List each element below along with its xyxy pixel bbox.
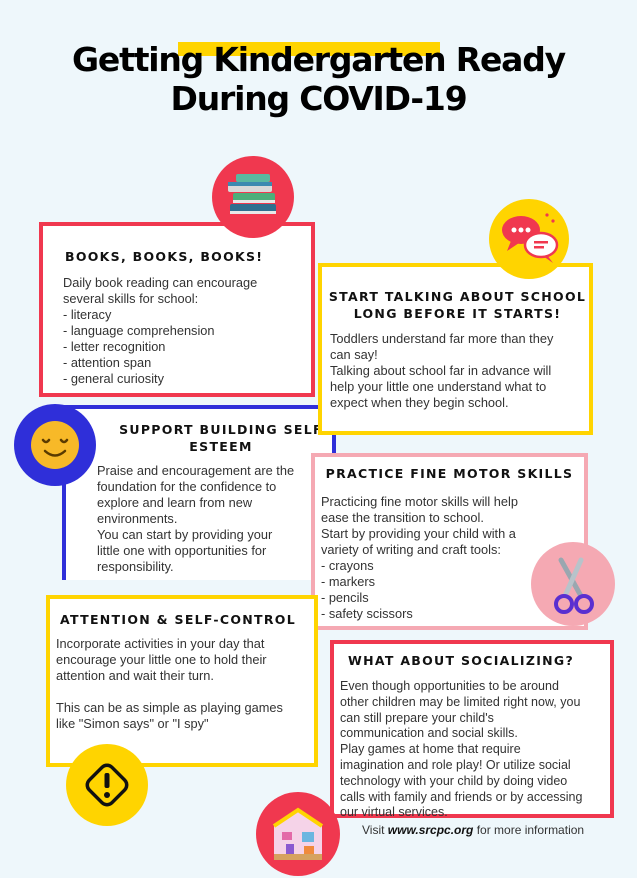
section-books-body: Daily book reading can encourage several… xyxy=(63,275,258,386)
section-motor-body: Practicing fine motor skills will help e… xyxy=(321,494,518,621)
house-icon xyxy=(256,792,340,876)
scissors-icon xyxy=(531,542,615,626)
section-esteem: SUPPORT BUILDING SELF ESTEEM Praise and … xyxy=(62,405,336,580)
section-motor-heading: PRACTICE FINE MOTOR SKILLS xyxy=(325,466,574,481)
page-title: Getting Kindergarten Ready During COVID-… xyxy=(0,40,637,118)
section-attention-heading: ATTENTION & SELF-CONTROL xyxy=(60,612,296,627)
books-icon xyxy=(212,156,294,238)
warning-icon xyxy=(66,744,148,826)
website-link[interactable]: www.srcpc.org xyxy=(387,823,474,837)
section-talking-heading: START TALKING ABOUT SCHOOL LONG BEFORE I… xyxy=(328,289,587,321)
section-talking-body: Toddlers understand far more than they c… xyxy=(330,331,554,410)
section-social-body: Even though opportunities to be around o… xyxy=(340,679,583,820)
section-talking: START TALKING ABOUT SCHOOL LONG BEFORE I… xyxy=(318,263,593,435)
footer: Visit www.srcpc.org for more information xyxy=(362,823,585,837)
section-books: BOOKS, BOOKS, BOOKS! Daily book reading … xyxy=(39,222,315,397)
section-attention-body: Incorporate activities in your day that … xyxy=(56,636,283,731)
smiley-face-icon xyxy=(14,404,96,486)
title-line-1: Getting Kindergarten Ready xyxy=(72,40,566,79)
section-books-heading: BOOKS, BOOKS, BOOKS! xyxy=(65,249,264,264)
section-social-heading: WHAT ABOUT SOCIALIZING? xyxy=(348,653,575,668)
title-highlight xyxy=(178,42,440,56)
title-line-2: During COVID-19 xyxy=(170,79,468,118)
section-esteem-body: Praise and encouragement are the foundat… xyxy=(97,463,295,574)
section-esteem-heading: SUPPORT BUILDING SELF ESTEEM xyxy=(119,422,323,454)
section-attention: ATTENTION & SELF-CONTROL Incorporate act… xyxy=(46,595,318,767)
section-social: WHAT ABOUT SOCIALIZING? Even though oppo… xyxy=(330,640,614,820)
speech-bubbles-icon xyxy=(489,199,569,279)
